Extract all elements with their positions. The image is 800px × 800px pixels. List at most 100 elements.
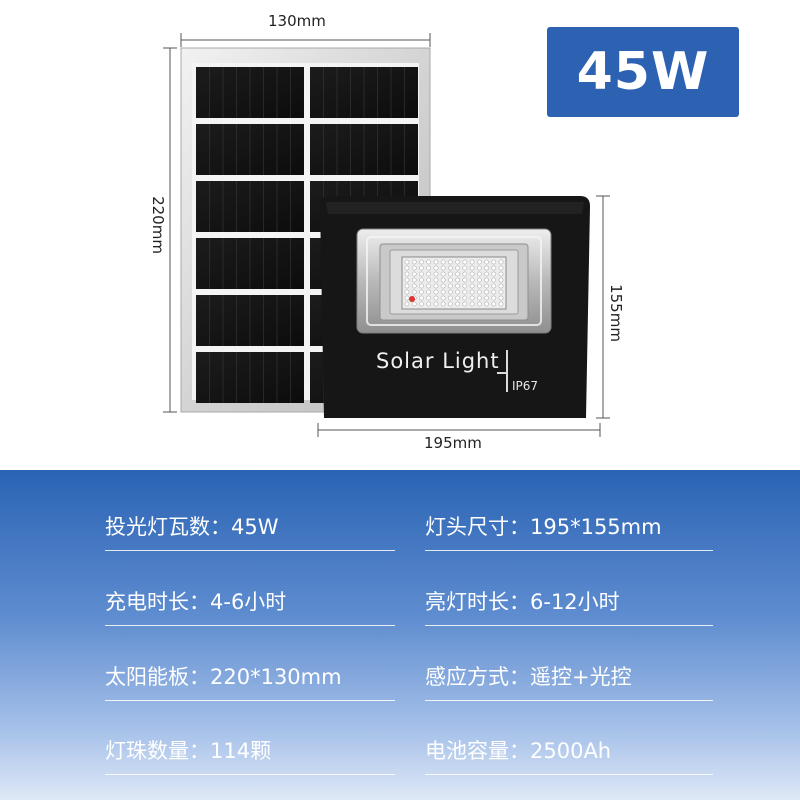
led-dot: [411, 301, 417, 307]
spec-row-1: 投光灯瓦数：45W 灯头尺寸：195*155mm: [0, 512, 800, 552]
led-dot: [455, 289, 460, 295]
led-dot: [440, 259, 446, 265]
led-dot: [455, 265, 460, 271]
led-dot: [498, 271, 504, 277]
led-dot: [404, 289, 410, 295]
led-dot: [440, 289, 446, 295]
led-dot: [411, 289, 417, 295]
led-dot: [455, 259, 460, 265]
spec-label: 灯头尺寸：195*155mm: [425, 515, 662, 539]
led-dot: [404, 277, 410, 283]
led-dot: [455, 301, 460, 307]
spec-label: 感应方式：遥控+光控: [425, 665, 632, 689]
led-dot: [476, 259, 482, 265]
product-image-area: 130mm 220mm 155mm 195mm Solar Light IP67…: [149, 12, 739, 452]
dimension-panel-width: 130mm: [268, 12, 326, 30]
led-dot: [484, 301, 489, 307]
led-dot: [491, 277, 497, 283]
led-dot: [491, 301, 497, 307]
led-dot: [469, 289, 475, 295]
spec-divider: [105, 625, 395, 626]
led-dot: [448, 289, 453, 295]
spec-divider: [425, 774, 713, 775]
dimension-panel-height: 220mm: [149, 196, 167, 254]
led-dot: [484, 277, 489, 283]
spec-item: 灯头尺寸：195*155mm: [425, 512, 713, 552]
led-dot: [426, 271, 432, 277]
spec-item: 电池容量：2500Ah: [425, 736, 713, 776]
spec-label: 充电时长：4-6小时: [105, 590, 287, 614]
led-dot: [455, 277, 460, 283]
led-array: [404, 259, 504, 307]
led-dot: [404, 295, 410, 301]
spec-panel: 投光灯瓦数：45W 灯头尺寸：195*155mm 充电时长：4-6小时 亮灯时长…: [0, 470, 800, 800]
led-dot: [498, 295, 504, 301]
spec-item: 灯珠数量：114颗: [105, 736, 395, 776]
led-dot: [491, 295, 497, 301]
spec-divider: [105, 550, 395, 551]
led-dot: [419, 259, 424, 265]
light-brand-text: Solar Light: [376, 349, 500, 373]
led-dot: [462, 283, 468, 289]
led-dot: [484, 259, 489, 265]
spec-divider: [105, 700, 395, 701]
led-dot: [419, 283, 424, 289]
led-dot: [440, 277, 446, 283]
product-illustration: [163, 33, 610, 437]
spec-item: 亮灯时长：6-12小时: [425, 587, 713, 627]
led-dot: [433, 271, 439, 277]
led-dot: [404, 259, 410, 265]
led-dot: [469, 265, 475, 271]
led-dot: [462, 277, 468, 283]
spec-divider: [425, 700, 713, 701]
led-dot: [426, 259, 432, 265]
dimension-line-light-height: [596, 195, 610, 419]
dimension-line-panel-height: [163, 47, 177, 413]
spec-item: 投光灯瓦数：45W: [105, 512, 395, 552]
led-dot: [419, 301, 424, 307]
led-dot: [440, 295, 446, 301]
led-dot: [469, 301, 475, 307]
dimension-light-height: 155mm: [607, 284, 625, 342]
led-dot: [462, 301, 468, 307]
led-dot: [419, 265, 424, 271]
led-dot: [462, 259, 468, 265]
spec-row-4: 灯珠数量：114颗 电池容量：2500Ah: [0, 736, 800, 776]
led-dot: [426, 283, 432, 289]
led-dot: [498, 277, 504, 283]
led-dot: [498, 259, 504, 265]
light-rating-text: IP67: [512, 379, 539, 393]
spec-label: 太阳能板：220*130mm: [105, 665, 342, 689]
led-dot: [484, 289, 489, 295]
led-dot: [476, 301, 482, 307]
led-dot: [448, 265, 453, 271]
led-dot: [484, 265, 489, 271]
led-dot: [426, 289, 432, 295]
spec-divider: [425, 625, 713, 626]
led-dot: [448, 295, 453, 301]
spec-label: 灯珠数量：114颗: [105, 739, 272, 763]
led-dot: [455, 283, 460, 289]
led-dot: [433, 295, 439, 301]
dimension-line-panel-width: [180, 33, 431, 47]
led-dot: [440, 283, 446, 289]
led-dot: [419, 289, 424, 295]
led-dot: [440, 265, 446, 271]
flood-light: [320, 196, 590, 418]
dimension-light-width: 195mm: [424, 434, 482, 452]
led-dot: [411, 259, 417, 265]
led-dot: [476, 271, 482, 277]
led-dot: [498, 289, 504, 295]
led-dot: [411, 277, 417, 283]
led-dot: [419, 277, 424, 283]
led-dot: [404, 271, 410, 277]
spec-item: 太阳能板：220*130mm: [105, 662, 395, 702]
spec-row-2: 充电时长：4-6小时 亮灯时长：6-12小时: [0, 587, 800, 627]
led-dot: [462, 265, 468, 271]
led-dot: [433, 265, 439, 271]
led-dot: [469, 271, 475, 277]
led-dot: [404, 301, 410, 307]
led-dot: [411, 283, 417, 289]
led-dot: [484, 283, 489, 289]
led-dot: [433, 301, 439, 307]
